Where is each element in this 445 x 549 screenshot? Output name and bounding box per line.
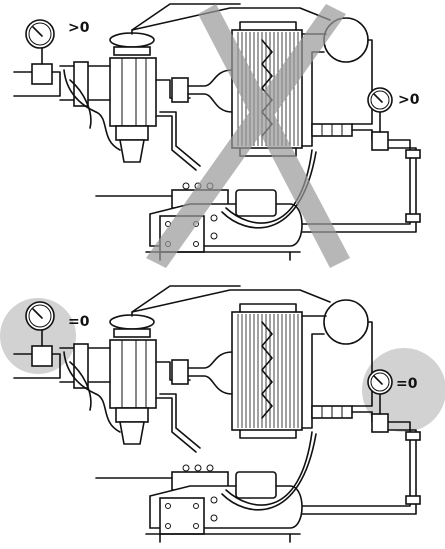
bottom-right-gauge-label: =0 [396, 376, 418, 392]
top-right-gauge-label: >0 [398, 92, 420, 108]
highlight-circle-icon [0, 298, 76, 374]
top-left-gauge-label: >0 [68, 20, 90, 36]
cross-mark-icon [146, 4, 350, 268]
bottom-panel: =0 =0 [0, 285, 445, 543]
bottom-left-gauge-label: =0 [68, 314, 90, 330]
top-panel: >0 >0 [13, 3, 421, 268]
highlight-circle-icon [362, 348, 445, 432]
